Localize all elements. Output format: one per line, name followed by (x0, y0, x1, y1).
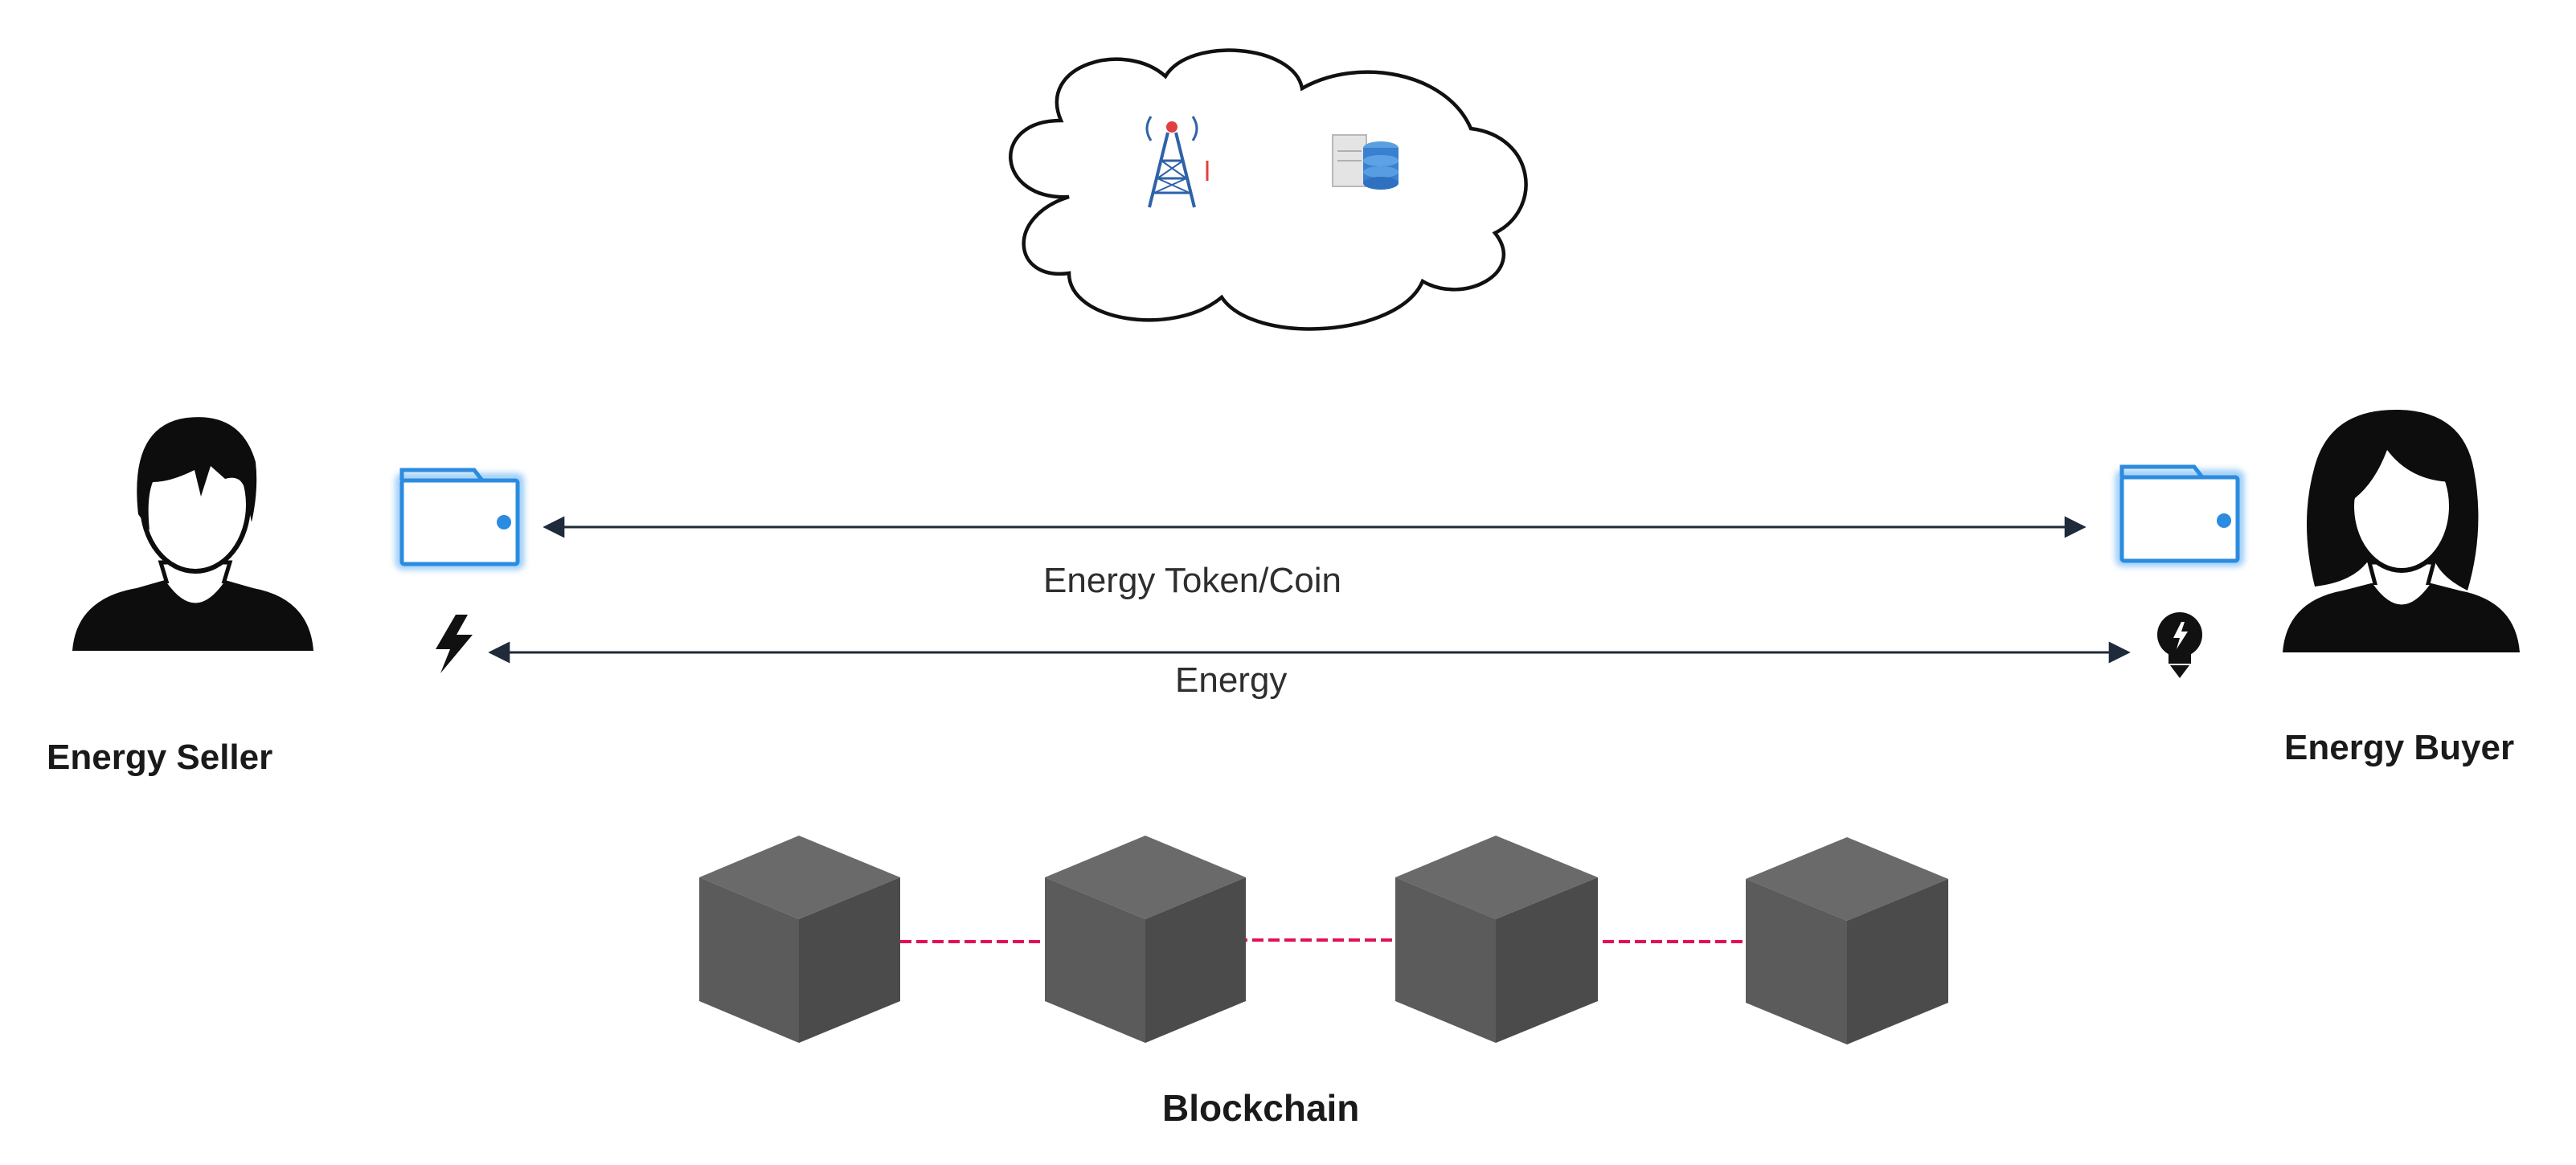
seller-label: Energy Seller (47, 738, 273, 777)
database-server-icon (1332, 134, 1399, 190)
block-2-icon (1045, 836, 1246, 1043)
lightbulb-icon (2157, 612, 2202, 678)
block-3-icon (1395, 836, 1598, 1043)
buyer-avatar-icon (2283, 409, 2520, 652)
lightning-icon (436, 615, 473, 673)
blockchain-label: Blockchain (1162, 1087, 1360, 1129)
energy-flow-label: Energy (1175, 660, 1288, 700)
seller-avatar-icon (72, 417, 313, 651)
buyer-wallet-icon (2115, 464, 2244, 566)
seller-wallet-icon (395, 468, 524, 570)
block-4-icon (1746, 837, 1948, 1044)
token-flow-label: Energy Token/Coin (1043, 561, 1341, 600)
buyer-label: Energy Buyer (2284, 728, 2515, 767)
radio-tower-icon (1145, 116, 1209, 208)
block-1-icon (699, 836, 900, 1043)
cloud (1009, 48, 1528, 331)
